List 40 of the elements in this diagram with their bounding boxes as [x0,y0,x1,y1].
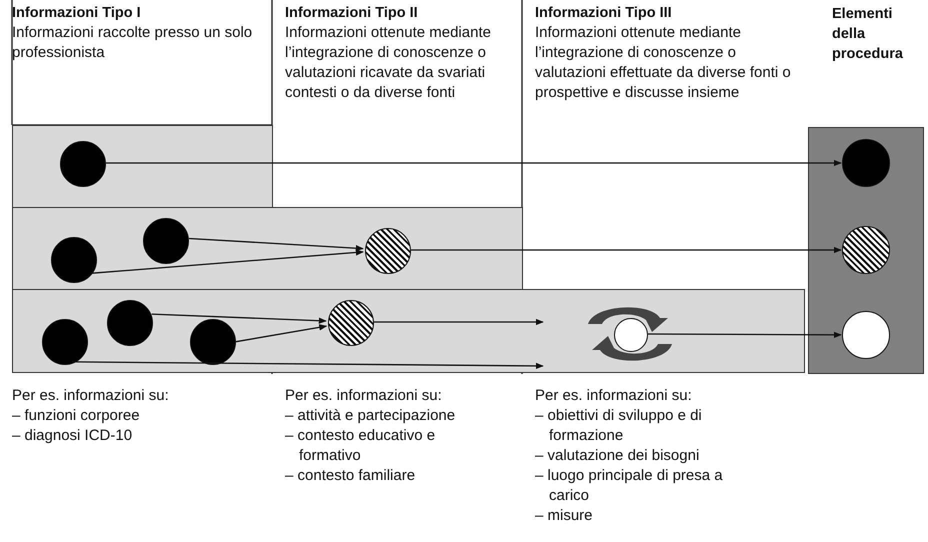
list-item: – misure [535,506,594,526]
arrow [152,313,327,324]
filled-circle [190,319,236,365]
panel-heading: Elementi della procedura [832,5,904,64]
shaded-band [12,125,273,208]
shaded-band [12,289,805,373]
list-item: – attività e partecipazione [285,406,456,426]
column-description: Informazioni raccolte presso un solo professionista [12,23,254,63]
column-heading: Informazioni Tipo III [535,4,673,23]
filled-circle [42,319,88,365]
list-heading: Per es. informazioni su: [12,386,170,406]
column-heading: Informazioni Tipo II [285,4,419,23]
list-item: – valutazione dei bisogni [535,446,700,466]
list-item: – funzioni corporee [12,406,141,426]
hatched-circle [328,300,374,346]
arrow [92,249,364,274]
list-heading: Per es. informazioni su: [535,386,693,406]
empty-circle [614,318,648,352]
arrow [188,238,364,252]
arrow [76,361,544,370]
hatched-circle [365,228,411,274]
list-item: – obiettivi di sviluppo e di formazione [535,406,703,446]
arrow [106,160,842,166]
list-item: – diagnosi ICD-10 [12,426,134,446]
filled-circle [107,300,153,346]
arrow [411,246,842,254]
arrow [374,318,544,326]
filled-circle [60,141,106,187]
column-description: Informazioni ottenute mediante l’integrazione di conoscenze o valutazioni ricavate da svariati contesti o da diverse fonti [285,23,492,103]
filled-circle [143,218,189,264]
list-heading: Per es. informazioni su: [285,386,443,406]
list-item: – contesto familiare [285,466,416,486]
arrow [648,332,842,338]
column-description: Informazioni ottenute mediante l’integrazione di conoscenze o valutazioni effettuate da diverse fonti o prospettive e discusse insieme [535,23,792,103]
shaded-band [12,207,523,290]
list-item: – contesto educativo e formativo [285,426,436,466]
arrow [236,324,328,342]
column-heading: Informazioni Tipo I [12,4,142,23]
list-item: – luogo principale di presa a carico [535,466,724,506]
filled-circle [51,237,97,283]
